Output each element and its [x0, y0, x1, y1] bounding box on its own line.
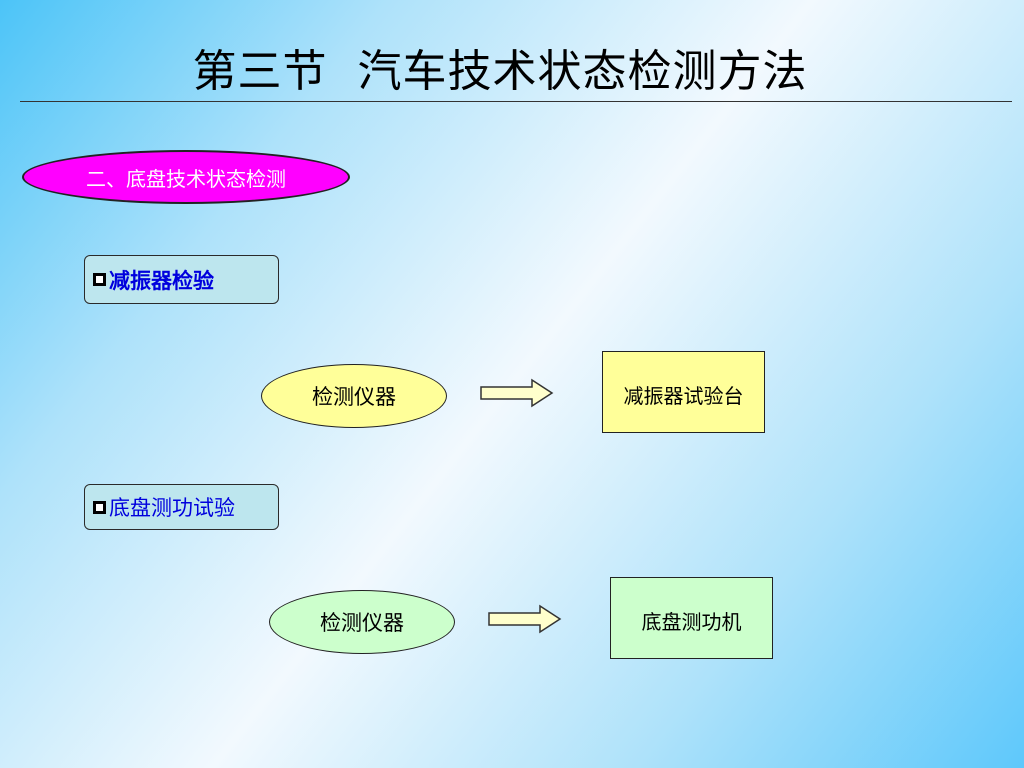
equipment-label: 底盘测功机 [641, 610, 742, 634]
instrument-label: 检测仪器 [320, 611, 404, 635]
instrument-label: 检测仪器 [312, 385, 396, 409]
slide-title: 第三节 汽车技术状态检测方法 [192, 46, 808, 97]
square-bullet-icon [93, 273, 106, 286]
right-arrow-icon [480, 378, 554, 408]
item-heading-shock-absorber: 减振器检验 [84, 255, 279, 304]
equipment-box: 底盘测功机 [610, 577, 773, 659]
title-divider [20, 101, 1012, 102]
section-heading: 二、底盘技术状态检测 [22, 150, 350, 204]
item-heading-label: 底盘测功试验 [109, 496, 235, 520]
square-bullet-icon [93, 500, 106, 514]
item-heading-label: 减振器检验 [109, 267, 214, 293]
right-arrow-icon [488, 604, 562, 634]
item-heading-chassis-dyno: 底盘测功试验 [84, 484, 279, 530]
equipment-box: 减振器试验台 [602, 351, 765, 433]
equipment-label: 减振器试验台 [623, 384, 744, 408]
instrument-ellipse: 检测仪器 [269, 590, 455, 654]
instrument-ellipse: 检测仪器 [261, 364, 447, 428]
section-heading-label: 二、底盘技术状态检测 [86, 166, 286, 191]
